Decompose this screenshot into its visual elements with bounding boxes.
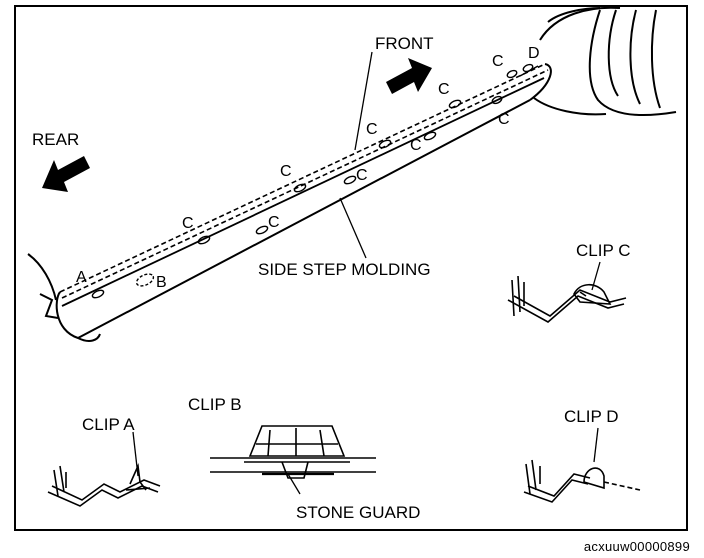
point-c-label: C <box>280 163 292 180</box>
point-c-label: C <box>410 137 422 154</box>
clip-b-illustration <box>210 425 376 479</box>
clip-a-illustration <box>47 463 161 507</box>
rear-label: REAR <box>32 130 79 149</box>
figure-code: acxuuw00000899 <box>583 539 690 554</box>
side-step-molding <box>55 63 552 342</box>
clip-c-illustration <box>507 275 627 323</box>
side-step-molding-label: SIDE STEP MOLDING <box>258 260 431 279</box>
front-arrow-icon <box>386 58 432 94</box>
point-c-label: C <box>438 81 450 98</box>
clip-c-label: CLIP C <box>576 241 631 260</box>
point-c-label: C <box>268 214 280 231</box>
point-c-label: C <box>356 167 368 184</box>
point-a-label: A <box>76 269 87 286</box>
point-c-label: C <box>366 121 378 138</box>
front-label: FRONT <box>375 34 434 53</box>
diagram-frame <box>14 5 688 531</box>
point-c-label: C <box>182 215 194 232</box>
front-wheel <box>533 6 677 117</box>
rear-arrow-icon <box>42 156 90 192</box>
clip-d-label: CLIP D <box>564 407 619 426</box>
point-b-label: B <box>156 274 167 291</box>
point-d-label: D <box>528 45 540 62</box>
clip-d-illustration <box>523 459 641 503</box>
clip-a-label: CLIP A <box>82 415 135 434</box>
clip-markers <box>91 63 534 299</box>
point-c-label: C <box>492 53 504 70</box>
clip-b-label: CLIP B <box>188 395 242 414</box>
point-c-label: C <box>498 111 510 128</box>
stone-guard-label: STONE GUARD <box>296 503 420 522</box>
rear-fender <box>27 253 59 319</box>
